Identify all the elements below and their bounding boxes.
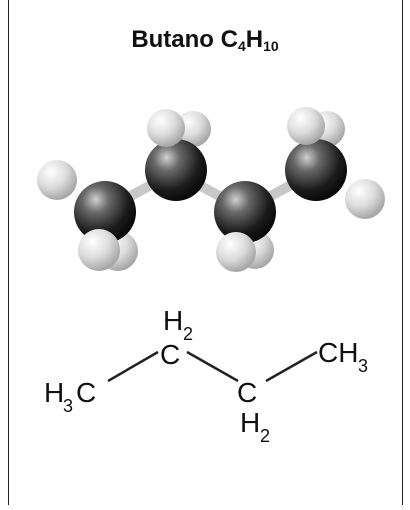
structural-formula-bonds <box>107 350 318 383</box>
formula-left-sub: 3 <box>63 396 73 416</box>
hydrogen-atom <box>216 232 256 272</box>
formula-bottom-h-sub: 2 <box>260 426 270 446</box>
formula-left-h: H <box>44 377 64 408</box>
carbon-atom <box>285 139 347 201</box>
formula-bond <box>107 350 159 383</box>
carbon-atom <box>214 181 276 243</box>
formula-top-h: H <box>163 305 183 336</box>
figure-border <box>8 0 403 505</box>
formula-right-sub: 3 <box>358 356 368 376</box>
formula-bottom-c: C <box>237 377 257 408</box>
carbon-atom <box>74 181 136 243</box>
title-h: H <box>245 26 264 53</box>
formula-left-c: C <box>76 377 96 408</box>
title-name: Butano C <box>131 26 238 53</box>
formula-top-c: C <box>160 339 180 370</box>
hydrogen-atom <box>147 109 185 147</box>
title-c-count: 4 <box>237 38 246 54</box>
hydrogen-atom <box>287 107 325 145</box>
hydrogen-atom <box>345 179 385 219</box>
page-title: Butano C4H10 <box>0 26 410 54</box>
formula-bond <box>265 350 318 383</box>
bonds <box>102 167 318 215</box>
formula-bottom-h: H <box>240 407 260 438</box>
hydrogen-atom <box>78 229 120 271</box>
carbon-atom <box>145 139 207 201</box>
formula-top-h-sub: 2 <box>183 324 193 344</box>
structural-formula: H 3 C H 2 C C H 2 CH 3 <box>44 305 368 446</box>
formula-bond <box>186 350 239 383</box>
hydrogen-atom <box>37 160 77 200</box>
formula-right-ch: CH <box>318 337 358 368</box>
hydrogen-atom <box>175 111 211 147</box>
title-h-count: 10 <box>263 38 279 54</box>
